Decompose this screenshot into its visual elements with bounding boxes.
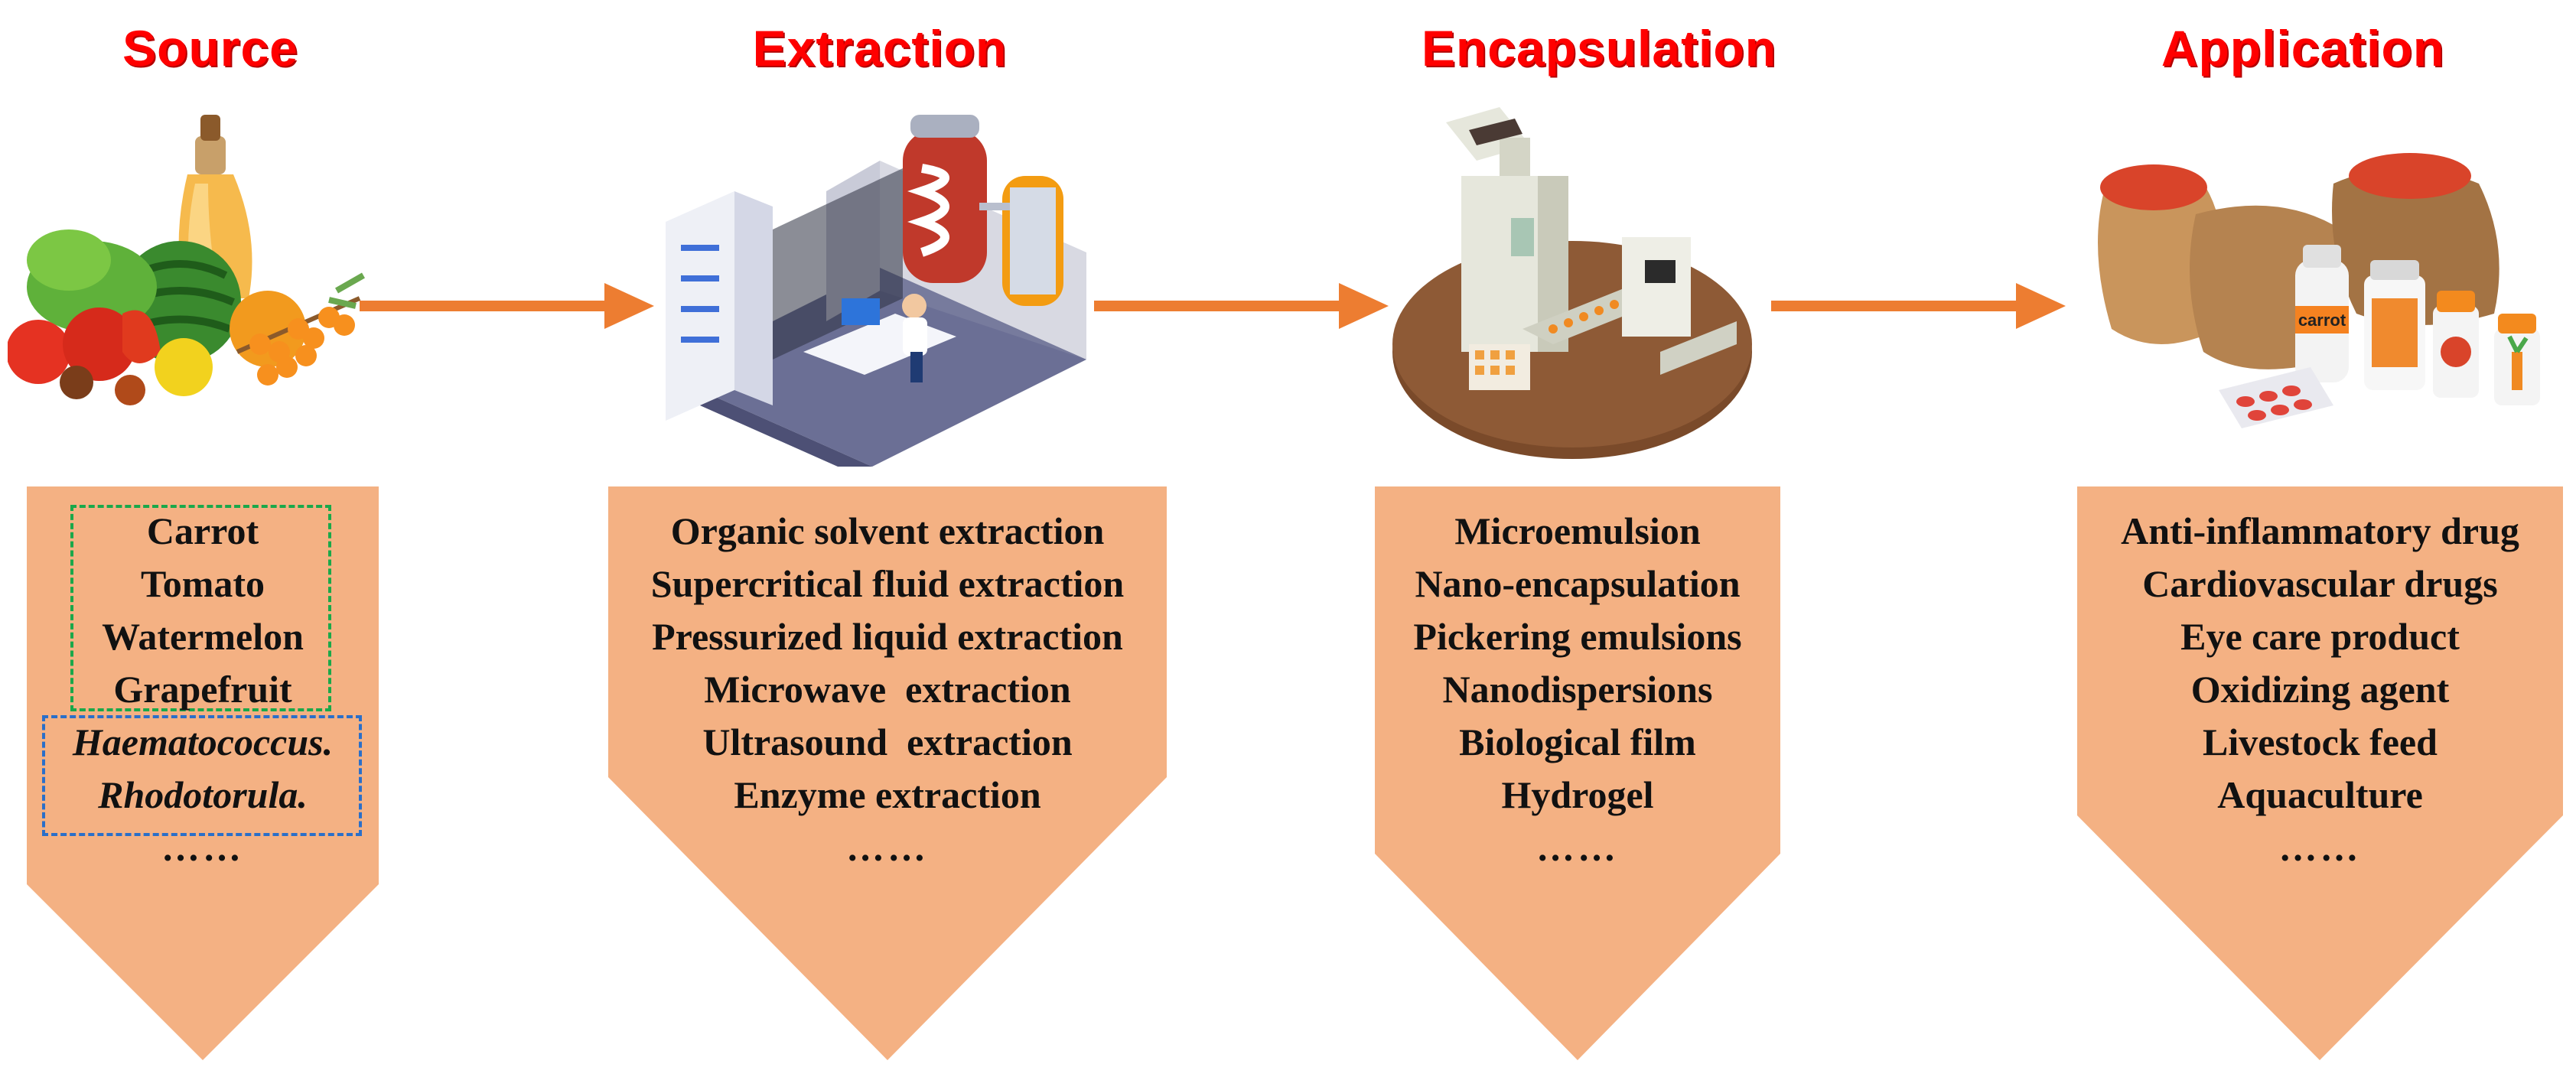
source-micro-item: Haematococcus. [72, 721, 334, 763]
stage-title-application: Application [2161, 20, 2445, 76]
extraction-item: Pressurized liquid extraction [652, 615, 1123, 658]
panel-encapsulation [1375, 486, 1780, 1060]
flow-arrow-2 [1094, 283, 1389, 329]
microbial-sources-box [42, 715, 362, 836]
extraction-lab-illustration [666, 115, 1086, 467]
source-list: Carrot Tomato Watermelon Grapefruit Haem… [27, 505, 379, 874]
application-ellipsis: …… [2278, 826, 2362, 869]
extraction-list: Organic solvent extraction Supercritical… [608, 505, 1167, 874]
encapsulation-ellipsis: …… [1536, 826, 1619, 869]
flow-arrow-1 [360, 283, 654, 329]
extraction-item: Supercritical fluid extraction [650, 562, 1125, 605]
encapsulation-item: Hydrogel [1501, 773, 1654, 816]
source-micro-item: Rhodotorula. [98, 773, 308, 816]
extraction-ellipsis: …… [846, 826, 929, 869]
product-packaging-illustration: carrot [2098, 153, 2540, 428]
fruit-vegetable-illustration [8, 115, 365, 405]
plant-sources-box [70, 505, 331, 711]
extraction-item: Ultrasound extraction [702, 721, 1073, 763]
application-item: Eye care product [2180, 615, 2460, 658]
source-item: Carrot [146, 509, 259, 552]
encapsulation-list: Microemulsion Nano-encapsulation Pickeri… [1375, 505, 1780, 874]
extraction-item: Enzyme extraction [734, 773, 1041, 816]
stage-title-extraction: Extraction [752, 20, 1008, 76]
stage-title-encapsulation: Encapsulation [1421, 20, 1777, 76]
panel-source [27, 486, 379, 1060]
source-ellipsis: …… [161, 826, 244, 869]
application-list: Anti-inflammatory drug Cardiovascular dr… [2077, 505, 2563, 874]
extraction-item: Microwave extraction [704, 668, 1071, 711]
application-item: Anti-inflammatory drug [2121, 509, 2519, 552]
panel-extraction [608, 486, 1167, 1060]
bottle-label: carrot [2298, 311, 2346, 330]
encapsulation-item: Nanodispersions [1442, 668, 1713, 711]
source-item: Grapefruit [113, 668, 292, 711]
encapsulation-item: Microemulsion [1454, 509, 1701, 552]
panel-application [2077, 486, 2563, 1060]
encapsulation-item: Nano-encapsulation [1415, 562, 1741, 605]
encapsulation-item: Pickering emulsions [1413, 615, 1742, 658]
source-item: Tomato [140, 562, 265, 605]
application-item: Cardiovascular drugs [2142, 562, 2498, 605]
application-item: Aquaculture [2217, 773, 2423, 816]
source-item: Watermelon [102, 615, 304, 658]
stage-title-source: Source [122, 20, 298, 76]
application-item: Livestock feed [2203, 721, 2438, 763]
encapsulation-item: Biological film [1459, 721, 1696, 763]
application-item: Oxidizing agent [2190, 668, 2450, 711]
extraction-item: Organic solvent extraction [670, 509, 1105, 552]
flow-arrow-3 [1771, 283, 2066, 329]
encapsulation-machine-illustration [1392, 107, 1752, 459]
